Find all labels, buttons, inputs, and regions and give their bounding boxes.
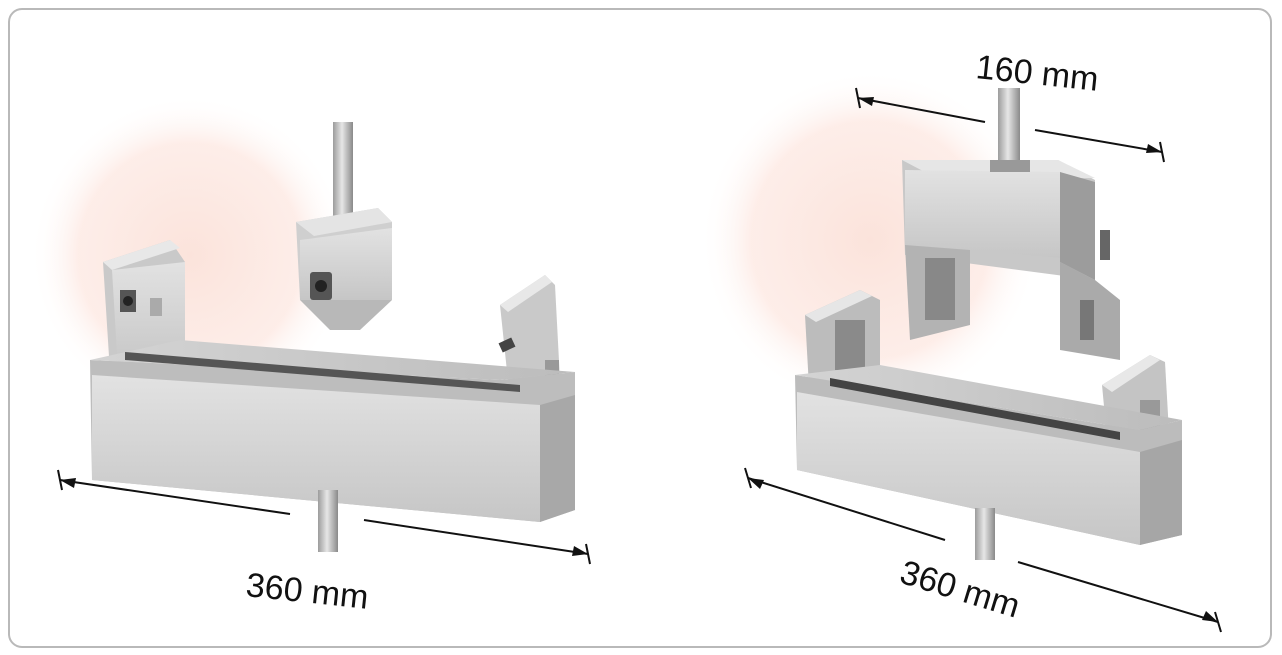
dimension-line-160 — [855, 87, 1165, 163]
lower-rod — [318, 490, 338, 552]
left-support — [103, 240, 185, 372]
right-lower-span-label: 360 mm — [896, 553, 1025, 625]
upper-punch — [296, 208, 392, 330]
upper-rod — [333, 122, 353, 217]
dimension-line-360 — [57, 469, 591, 565]
base-beam — [90, 340, 575, 522]
three-point-fixture: 360 mm — [30, 95, 591, 617]
dimension-line-360 — [744, 467, 1222, 633]
upper-yoke — [902, 160, 1120, 360]
upper-rod — [998, 88, 1020, 168]
four-point-fixture: 160 mm 360 mm — [700, 48, 1222, 633]
lower-rod — [975, 508, 995, 560]
left-span-label: 360 mm — [244, 566, 370, 617]
right-upper-span-label: 160 mm — [974, 48, 1100, 99]
base-beam — [795, 365, 1182, 545]
